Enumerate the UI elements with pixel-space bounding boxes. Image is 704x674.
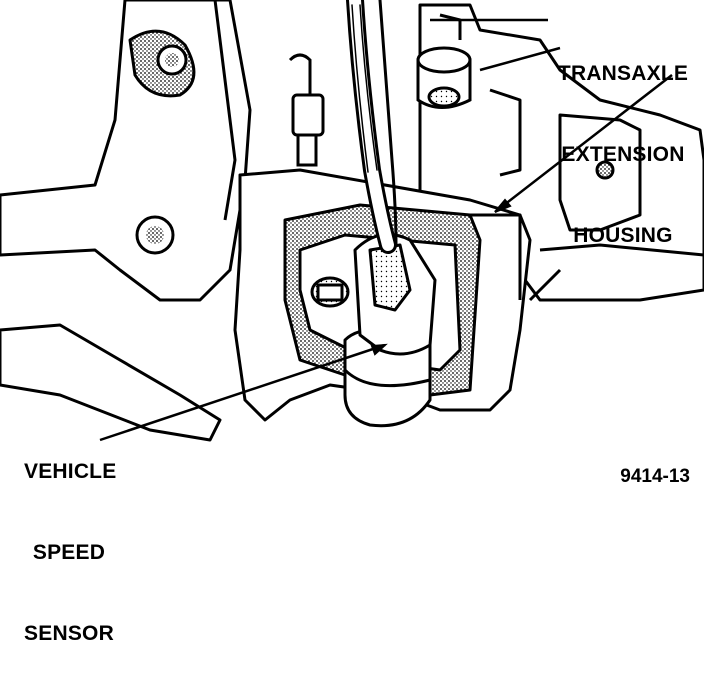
- engine-bracket: [0, 0, 252, 442]
- callout-sensor-line3: SENSOR: [24, 622, 114, 645]
- callout-vehicle-speed-sensor: VEHICLE SPEED SENSOR: [24, 404, 117, 674]
- leader-transaxle-2: [479, 46, 561, 72]
- leader-lines: [99, 18, 673, 442]
- wiring-harness: [346, 0, 398, 254]
- sensor-bolt: [310, 276, 350, 308]
- callout-sensor-line1: VEHICLE: [24, 460, 117, 483]
- callout-transaxle-line3: HOUSING: [573, 224, 673, 247]
- arrowhead-transaxle: [494, 198, 512, 213]
- arrowhead-sensor: [370, 343, 388, 356]
- mounting-bolt: [288, 53, 325, 167]
- stud: [416, 46, 472, 109]
- callout-transaxle-extension-housing: TRANSAXLE EXTENSION HOUSING: [548, 6, 698, 276]
- callout-transaxle-line2: EXTENSION: [561, 143, 685, 166]
- callout-sensor-line2: SPEED: [32, 541, 106, 564]
- vehicle-speed-sensor: [343, 232, 437, 428]
- leader-sensor: [99, 343, 386, 442]
- diagram-canvas: [0, 0, 704, 442]
- figure-number: 9414-13: [620, 466, 690, 487]
- callout-transaxle-line1: TRANSAXLE: [557, 62, 689, 85]
- leader-transaxle-3: [494, 74, 673, 213]
